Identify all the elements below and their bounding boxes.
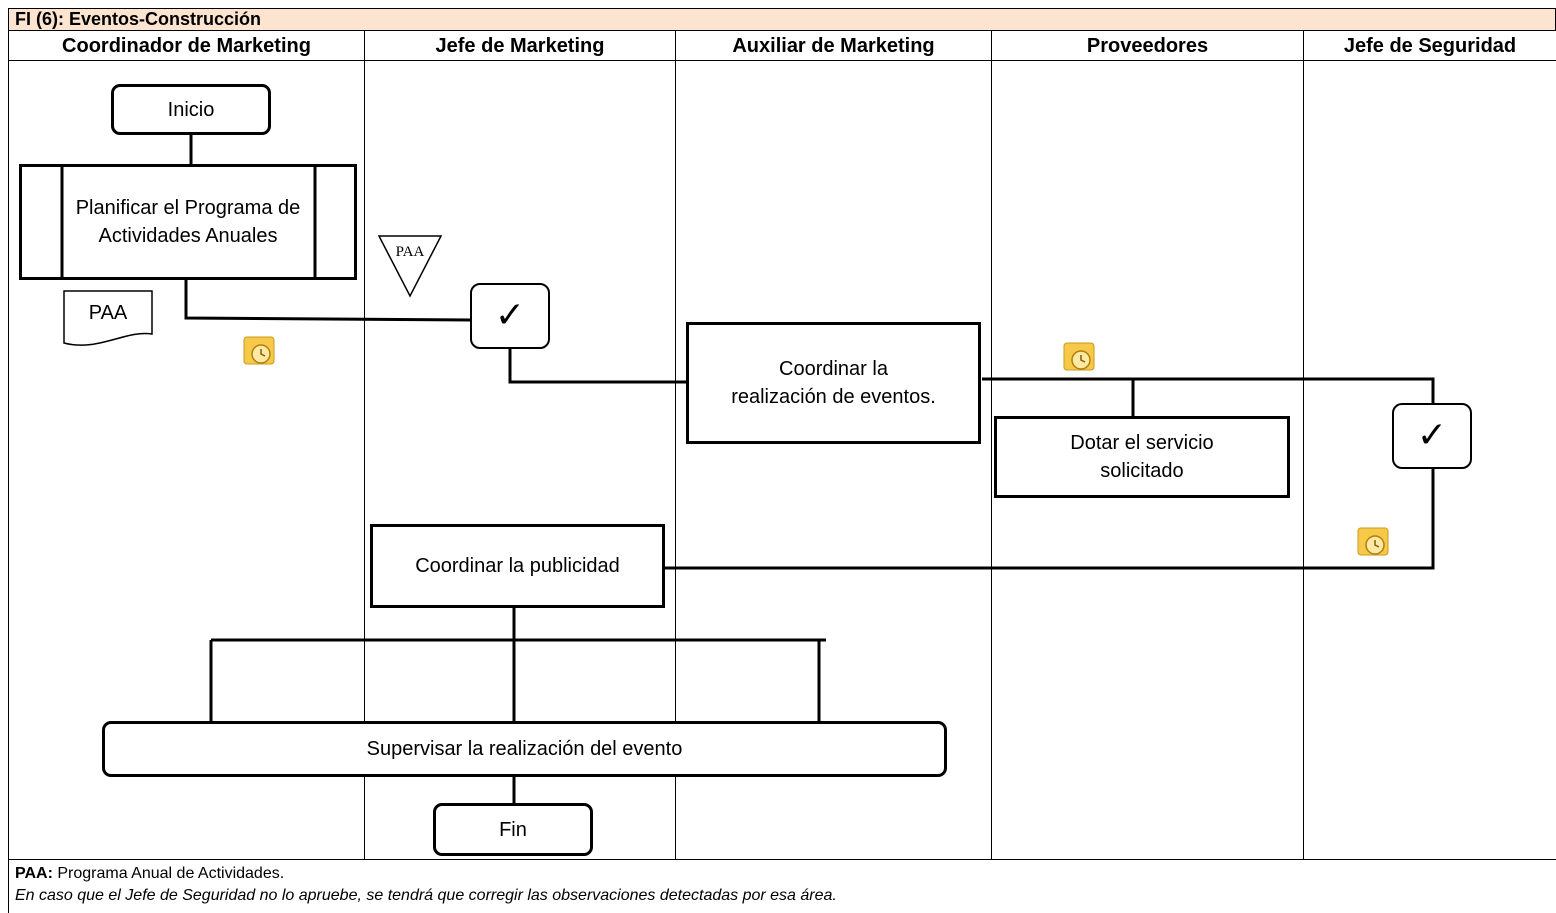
- abbreviation-term: PAA:: [15, 865, 53, 882]
- footnote: En caso que el Jefe de Seguridad no lo a…: [15, 887, 837, 904]
- security-approval-check: ✓: [1392, 403, 1472, 469]
- lane-header-proveedores: Proveedores: [991, 31, 1304, 61]
- lane-header-jefe-seguridad: Jefe de Seguridad: [1303, 31, 1556, 61]
- document-label: PAA: [88, 302, 128, 324]
- end-node: Fin: [433, 803, 593, 856]
- start-node: Inicio: [111, 84, 271, 135]
- plan-activities-process: Planificar el Programa de Actividades An…: [19, 164, 357, 280]
- legend-footer: PAA: Programa Anual de Actividades. En c…: [8, 859, 1556, 913]
- diagram-title: FI (6): Eventos-Construcción: [8, 8, 1556, 31]
- approval-check: ✓: [470, 283, 550, 349]
- supply-service-process: Dotar el servicio solicitado: [994, 416, 1290, 498]
- lane-proveedores: [991, 61, 1304, 859]
- time-icon: [1063, 342, 1095, 371]
- lane-coordinador: [8, 61, 365, 859]
- lane-header-jefe-marketing: Jefe de Marketing: [364, 31, 676, 61]
- lane-jefe-marketing: [364, 61, 676, 859]
- archive-label: PAA: [395, 244, 425, 260]
- archive-triangle: [377, 235, 443, 298]
- lane-header-coordinador: Coordinador de Marketing: [8, 31, 365, 61]
- coordinate-ads-process: Coordinar la publicidad: [370, 524, 665, 608]
- coordinate-events-process: Coordinar la realización de eventos.: [686, 322, 981, 444]
- lane-header-auxiliar: Auxiliar de Marketing: [675, 31, 992, 61]
- lane-auxiliar: [675, 61, 992, 859]
- abbreviation-definition: Programa Anual de Actividades.: [52, 865, 285, 882]
- abbreviation-line: PAA: Programa Anual de Actividades.: [15, 863, 1556, 885]
- supervise-event-node: Supervisar la realización del evento: [102, 721, 947, 777]
- document-shape: [63, 290, 153, 346]
- time-icon: [1357, 527, 1389, 556]
- time-icon: [243, 336, 275, 365]
